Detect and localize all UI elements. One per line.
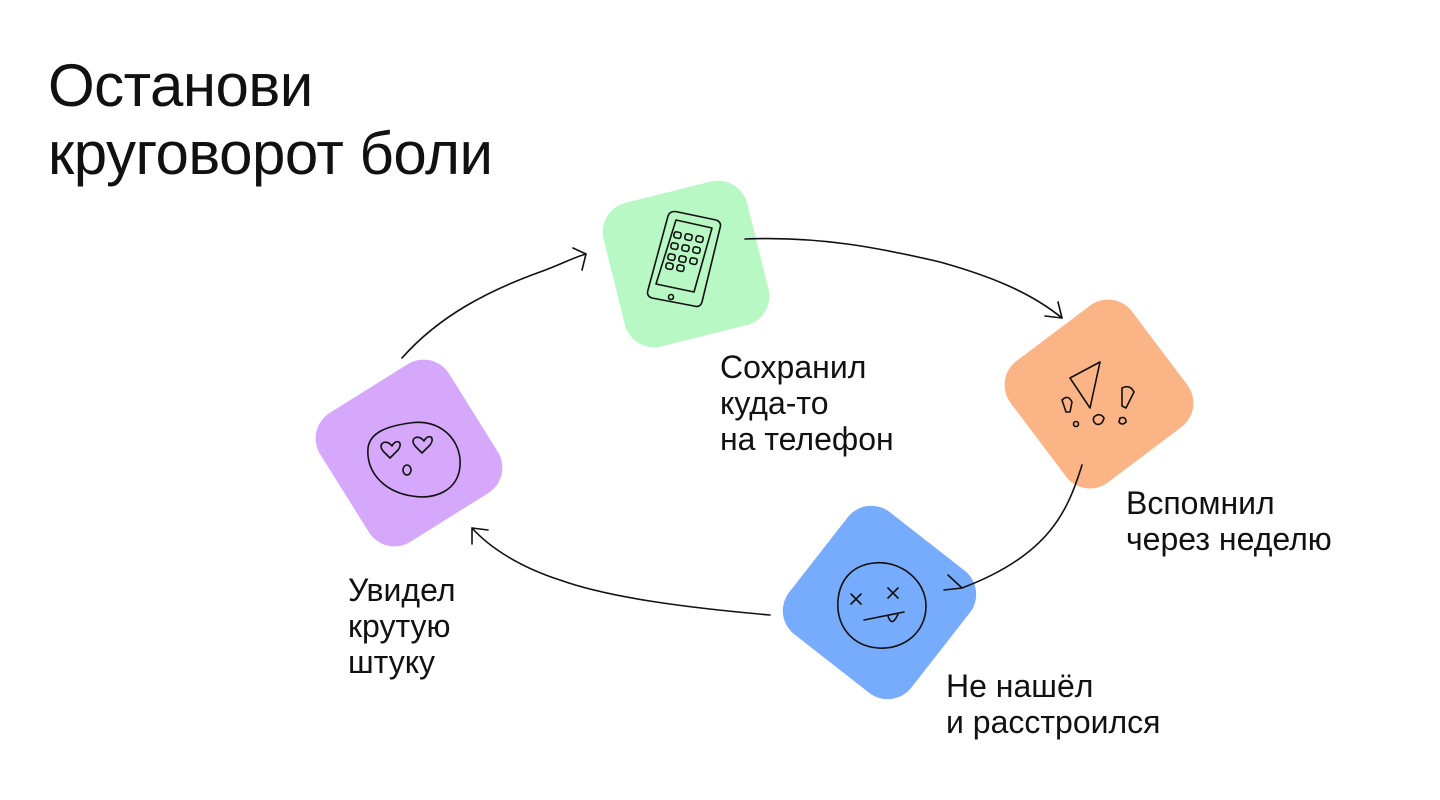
arrow-saved-to-recalled [744,237,1063,319]
exclamation-icon [1061,361,1135,428]
step-label-recalled: Вспомнил через неделю [1126,485,1332,557]
step-label-line: крутую [348,608,451,644]
step-label-not-found: Не нашёл и расстроился [946,668,1160,740]
step-label-line: Вспомнил [1126,485,1275,521]
arrow-recalled-to-not-found [943,464,1083,591]
title-line-1: Останови [48,52,313,119]
dizzy-face-icon [837,561,927,649]
step-label-line: куда-то [720,385,829,421]
step-label-line: Сохранил [720,349,867,385]
step-label-line: штуку [348,644,436,680]
step-label-line: Увидел [348,572,456,608]
heart-eyes-face-icon [367,421,461,498]
step-label-saw: Увидел крутую штуку [348,572,455,680]
title-line-2: круговорот боли [48,120,493,187]
arrow-saw-to-saved [401,247,587,359]
page-title: Останови круговорот боли [48,52,493,188]
step-label-line: через неделю [1126,521,1332,557]
step-label-saved: Сохранил куда-то на телефон [720,349,894,457]
step-label-line: Не нашёл [946,668,1094,704]
arrow-not-found-to-saw [471,527,771,616]
step-label-line: и расстроился [946,704,1161,740]
step-label-line: на телефон [720,421,894,457]
smartphone-icon [646,210,722,308]
